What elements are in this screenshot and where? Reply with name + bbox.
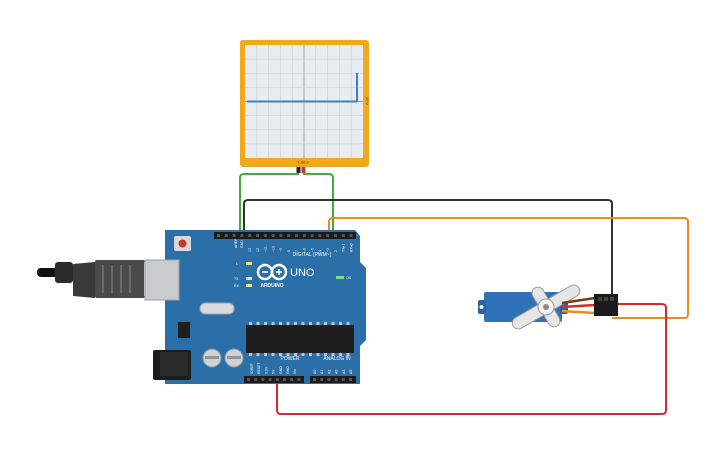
crystal (199, 302, 235, 315)
chip-pins (249, 322, 350, 356)
servo-motor[interactable] (478, 269, 618, 345)
power-pin-label: GND (286, 366, 290, 374)
svg-text:TX: TX (234, 277, 239, 281)
gnd-label: GND (240, 240, 244, 248)
digital-pin-label: RX◂0 (349, 243, 353, 252)
scope-time-label: 1.00 s (298, 160, 309, 165)
scope-probe-terminals[interactable] (296, 167, 306, 173)
microcontroller-chip (246, 325, 354, 353)
digital-pin-label: ~3 (326, 248, 330, 252)
analog-header[interactable] (310, 376, 356, 383)
wire-green-scope-to-pin[interactable] (239, 173, 334, 233)
power-pin-label: 3.3V (264, 366, 268, 374)
analog-pin-label: A1 (320, 370, 324, 374)
wire-red-5v[interactable] (276, 303, 667, 415)
arduino-logo (256, 263, 288, 281)
usb-port (144, 259, 180, 301)
status-leds: L TX RX ON (234, 262, 352, 288)
digital-pin-label: 7 (295, 250, 299, 252)
power-pin-label: 5V (272, 369, 276, 374)
board-brand: ARDUINO (260, 283, 283, 289)
digital-pin-label: 2 (334, 250, 338, 252)
power-header[interactable] (244, 376, 304, 383)
voltage-regulator (178, 322, 190, 338)
svg-text:L: L (236, 262, 238, 266)
digital-label: DIGITAL (PWM~) (293, 252, 332, 258)
analog-pin-label: A4 (342, 370, 346, 374)
analog-pin-label: A2 (327, 370, 331, 374)
arduino-uno-board[interactable]: UNO ARDUINO DIGITAL (PWM~) POWER ANALOG … (144, 230, 366, 384)
digital-pin-label: 8 (287, 250, 291, 252)
servo-leads (561, 296, 596, 315)
power-label: POWER (281, 356, 300, 362)
board-name: UNO (290, 267, 315, 279)
digital-pin-label: 4 (318, 250, 322, 252)
analog-pin-label: A5 (349, 370, 353, 374)
scope-voltage-label: 10 V (365, 97, 370, 106)
digital-pin-label: 13 (248, 248, 252, 252)
analog-pin-label: A0 (313, 370, 317, 374)
digital-pin-label: ~10 (271, 246, 275, 252)
digital-pin-label: ~6 (303, 248, 307, 252)
power-pin-label: Vin (293, 369, 297, 374)
digital-pin-label: ~9 (279, 248, 283, 252)
wires (239, 173, 689, 415)
oscilloscope[interactable]: 1.00 s 10 V (240, 40, 370, 173)
digital-pin-label: ~5 (310, 248, 314, 252)
svg-text:RX: RX (234, 284, 240, 288)
analog-label: ANALOG IN (323, 356, 351, 362)
digital-pin-label: TX▸1 (342, 244, 346, 252)
digital-header[interactable] (214, 232, 356, 239)
wire-black-gnd-to-servo[interactable] (243, 199, 613, 300)
power-pin-label: IOREF (250, 363, 254, 374)
wire-orange-signal[interactable] (328, 217, 689, 319)
svg-text:ON: ON (346, 276, 352, 280)
analog-pin-label: A3 (335, 370, 339, 374)
digital-pin-label: 12 (256, 248, 260, 252)
power-pin-label: GND (279, 366, 283, 374)
digital-pin-label: ~11 (264, 246, 268, 252)
power-pin-label: RESET (257, 361, 261, 374)
aref-label: AREF (234, 239, 238, 248)
